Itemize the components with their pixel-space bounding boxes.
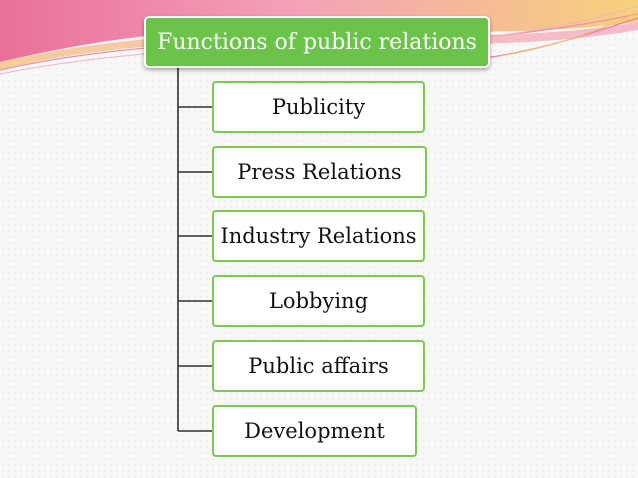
child-node-label: Publicity xyxy=(271,95,366,119)
child-node-label: Lobbying xyxy=(268,289,369,313)
root-node-label: Functions of public relations xyxy=(157,29,477,55)
child-node-label: Industry Relations xyxy=(220,224,417,248)
root-node: Functions of public relations xyxy=(144,16,490,68)
child-node-lobbying: Lobbying xyxy=(212,275,425,327)
child-node-press-relations: Press Relations xyxy=(212,146,427,198)
child-node-publicity: Publicity xyxy=(212,81,425,133)
child-node-public-affairs: Public affairs xyxy=(212,340,425,392)
child-node-label: Public affairs xyxy=(248,354,389,378)
child-node-industry-relations: Industry Relations xyxy=(212,210,425,262)
child-node-label: Press Relations xyxy=(237,160,402,184)
child-node-label: Development xyxy=(244,419,385,443)
child-node-development: Development xyxy=(212,405,417,457)
